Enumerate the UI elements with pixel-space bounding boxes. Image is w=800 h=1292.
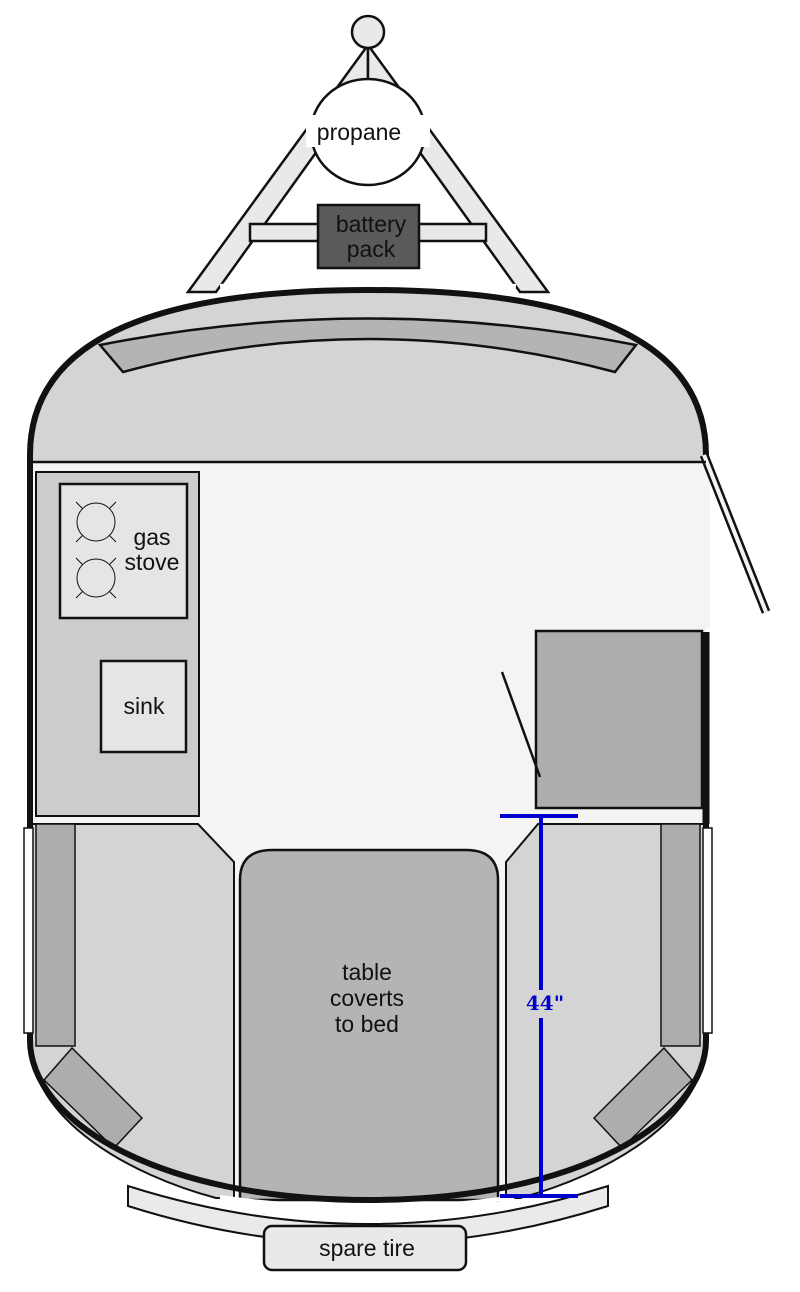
dimension-label: 44" [526,991,564,1015]
battery-pack: battery pack [316,203,421,270]
battery-label-line2: pack [347,236,396,262]
dinette-table: table coverts to bed [238,848,500,1202]
table-label-line2: coverts [330,985,404,1011]
sink [99,659,188,754]
stove-label-line2: stove [125,549,180,575]
table-label-line1: table [342,959,392,985]
burner-icon [75,501,117,543]
trailer-body: gas stove sink table coverts to bed [23,278,771,1210]
cabinet [534,629,704,810]
dimension-marker [500,814,578,1198]
cabinet-door-swing [500,671,542,778]
left-backrest [35,823,76,1047]
stove-label-line1: gas [133,524,170,550]
battery-label-line1: battery [336,211,407,237]
spare-tire: spare tire [262,1224,468,1272]
hitch-coupler [350,14,386,50]
burner-icon [75,557,117,599]
propane-label: propane [317,119,401,145]
propane-tank: propane [306,77,430,187]
table-label-line3: to bed [335,1011,399,1037]
right-backrest [660,823,701,1047]
spare-tire-label: spare tire [319,1235,415,1261]
sink-label: sink [124,693,165,719]
gas-stove [58,482,189,620]
